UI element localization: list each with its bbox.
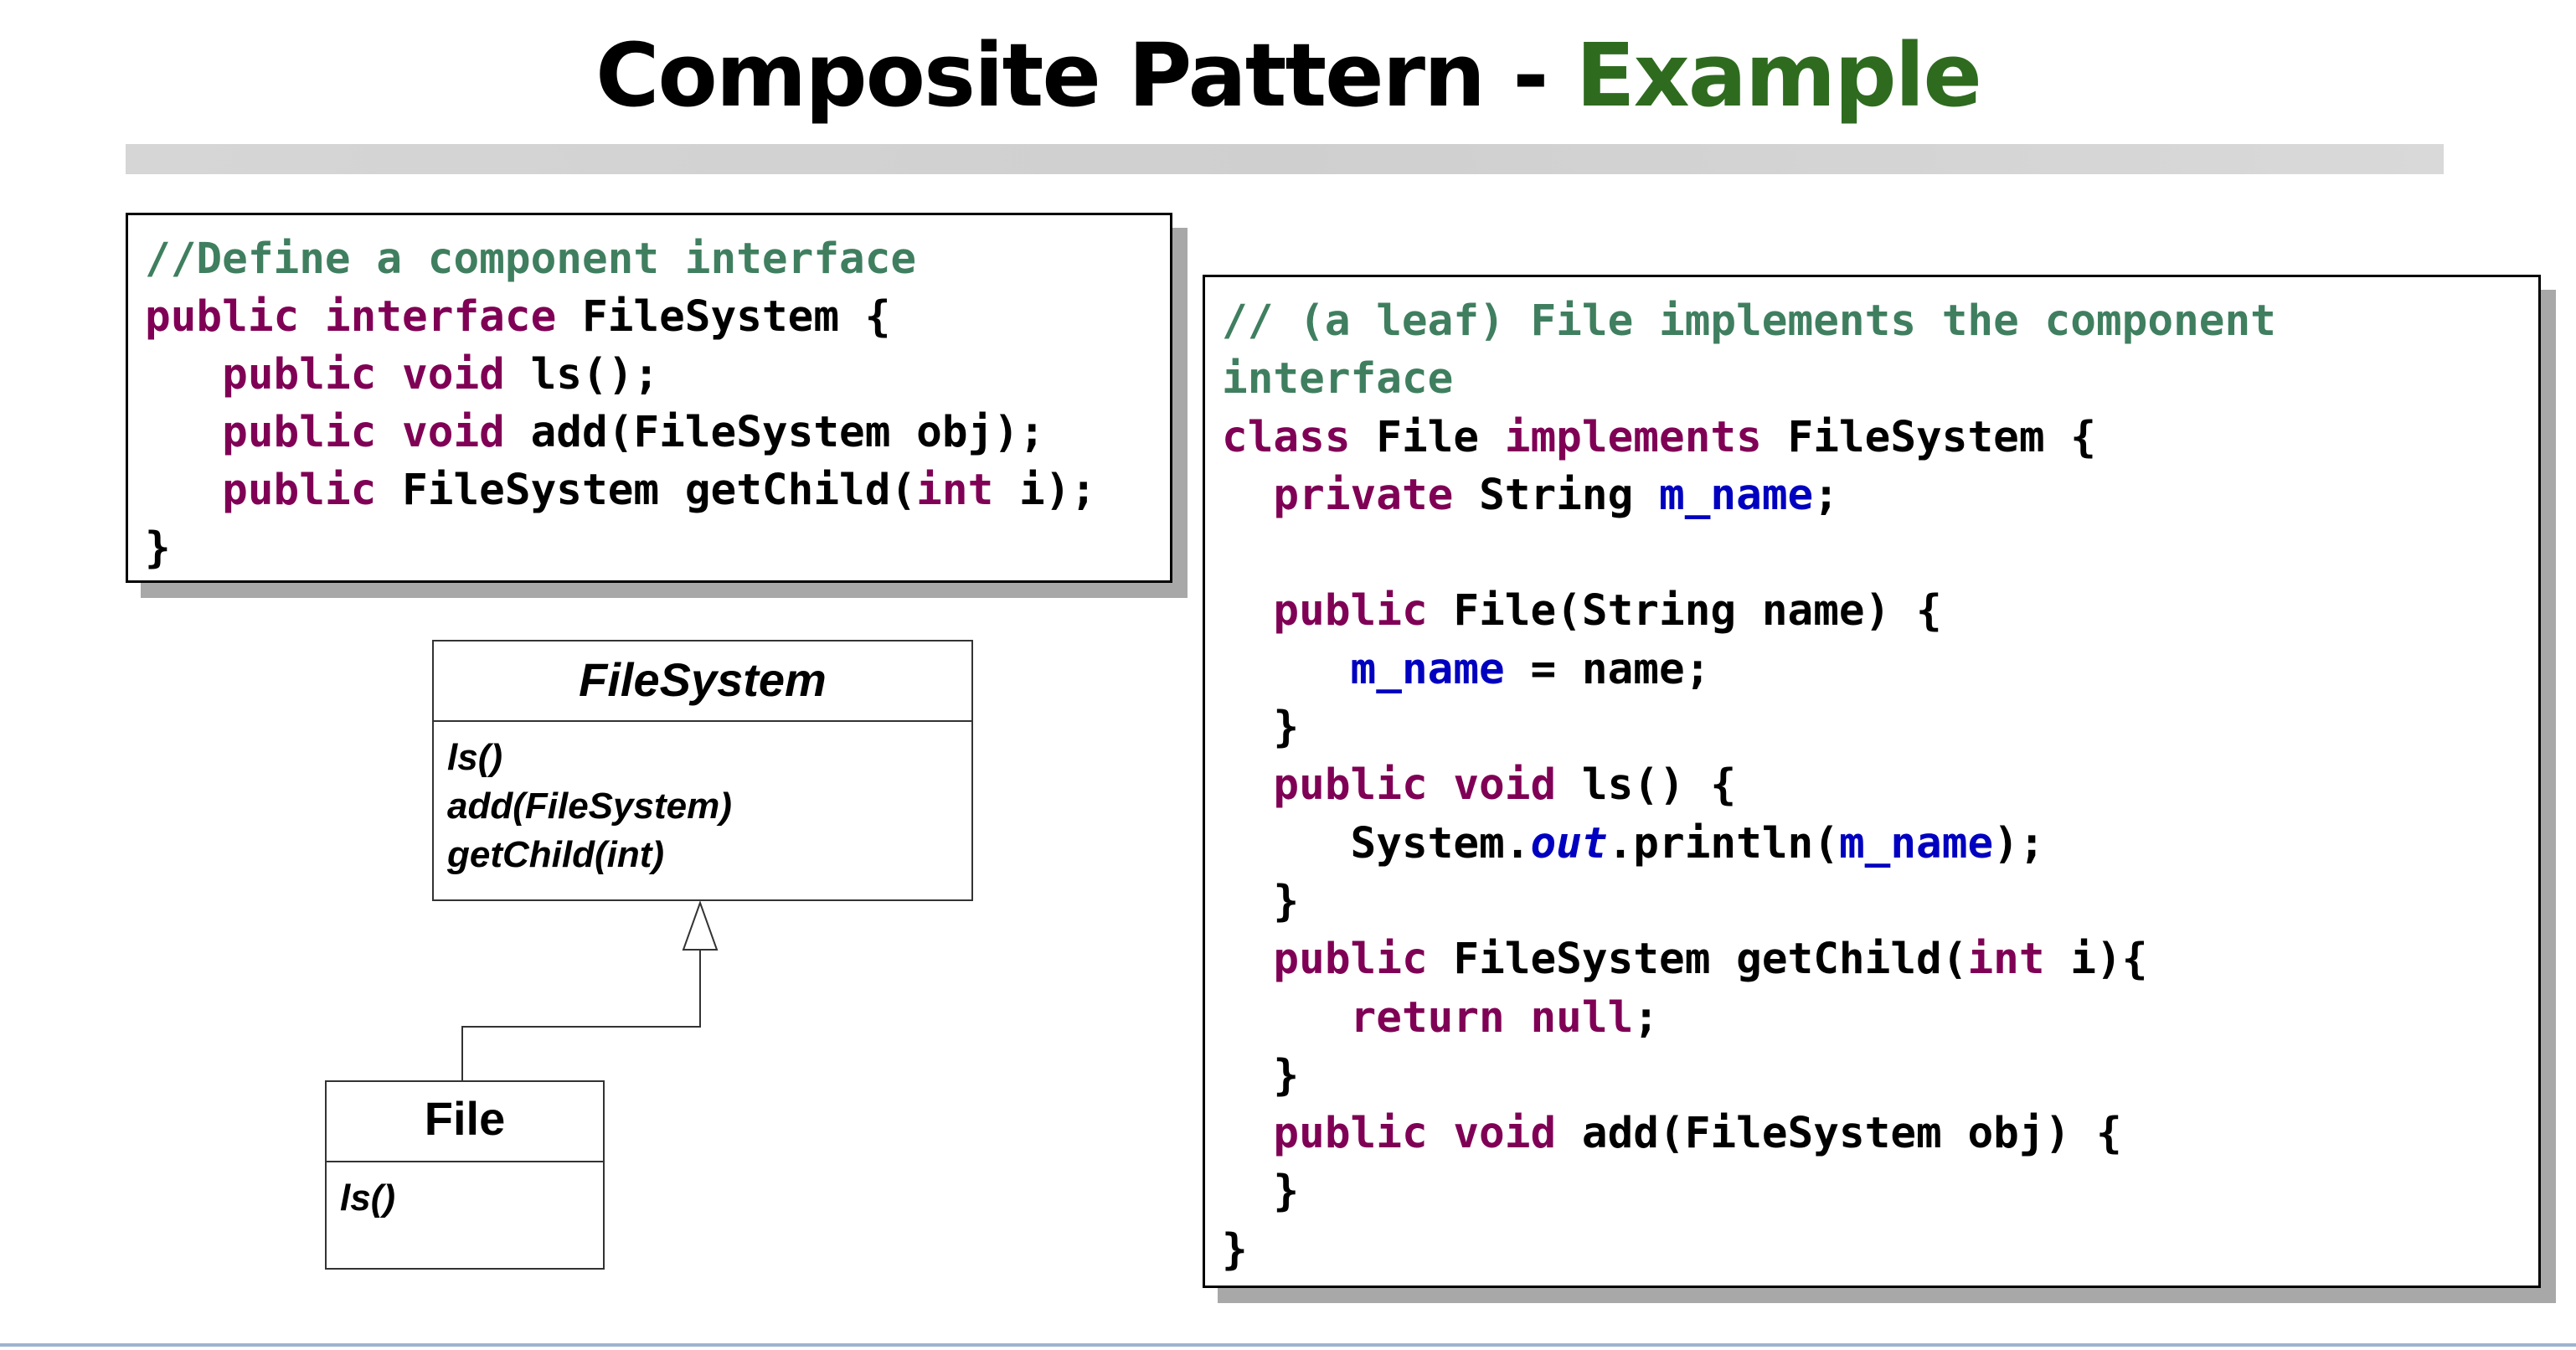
footer-divider bbox=[0, 1343, 2576, 1347]
code-text: } bbox=[145, 523, 171, 573]
code-keyword: class bbox=[1222, 412, 1351, 462]
code-text: ); bbox=[1993, 818, 2045, 868]
uml-operations: ls() add(FileSystem) getChild(int) bbox=[447, 734, 732, 879]
code-text: add(FileSystem obj); bbox=[504, 408, 1045, 457]
uml-operation: add(FileSystem) bbox=[447, 786, 732, 827]
code-field: m_name bbox=[1350, 644, 1505, 694]
uml-class-filesystem: FileSystem ls() add(FileSystem) getChild… bbox=[432, 640, 973, 901]
code-keyword: public bbox=[1273, 935, 1428, 985]
code-text: ; bbox=[1813, 470, 1839, 520]
code-text: add(FileSystem obj) { bbox=[1556, 1109, 2122, 1159]
code-text: File(String name) { bbox=[1427, 586, 1942, 636]
code-text: String bbox=[1453, 470, 1659, 520]
code-static-field: out bbox=[1530, 818, 1608, 868]
code-text: } bbox=[1222, 1224, 1248, 1275]
uml-class-file: File ls() bbox=[325, 1080, 605, 1270]
uml-operation: ls() bbox=[340, 1177, 395, 1219]
code-text: FileSystem { bbox=[1761, 412, 2096, 462]
uml-operation: getChild(int) bbox=[447, 834, 665, 875]
uml-inheritance-arrowhead bbox=[682, 900, 719, 951]
uml-class-name: File bbox=[424, 1092, 506, 1145]
code-keyword: return null bbox=[1350, 992, 1634, 1043]
code-keyword: public bbox=[222, 466, 377, 515]
code-keyword: private bbox=[1273, 470, 1454, 520]
code-text: ls() { bbox=[1556, 760, 1737, 811]
code-comment: // (a leaf) File implements the componen… bbox=[1222, 296, 2276, 346]
code-text: ls(); bbox=[504, 350, 660, 399]
title-accent: Example bbox=[1575, 24, 1982, 126]
uml-divider bbox=[327, 1161, 603, 1162]
code-keyword: public void bbox=[222, 408, 505, 457]
class-code-box: // (a leaf) File implements the componen… bbox=[1203, 275, 2541, 1288]
code-text: FileSystem getChild( bbox=[1427, 935, 1968, 985]
uml-operations: ls() bbox=[340, 1174, 395, 1223]
code-text: } bbox=[1273, 1167, 1300, 1217]
code-keyword: int bbox=[1967, 935, 2045, 985]
title-underline-bar bbox=[126, 144, 2444, 174]
code-keyword: public void bbox=[222, 350, 505, 399]
code-text: i){ bbox=[2044, 935, 2148, 985]
code-text: = name; bbox=[1504, 644, 1711, 694]
title-main: Composite Pattern - bbox=[595, 24, 1576, 126]
code-text: .println( bbox=[1607, 818, 1839, 868]
class-code: // (a leaf) File implements the componen… bbox=[1222, 292, 2276, 1279]
code-keyword: public bbox=[1273, 586, 1428, 636]
code-comment: //Define a component interface bbox=[145, 234, 917, 284]
code-text: File bbox=[1350, 412, 1505, 462]
code-text: } bbox=[1273, 876, 1300, 926]
code-keyword: implements bbox=[1504, 412, 1762, 462]
code-keyword: public interface bbox=[145, 292, 557, 342]
uml-class-name: FileSystem bbox=[579, 653, 827, 706]
code-field: m_name bbox=[1659, 470, 1814, 520]
code-text: System. bbox=[1350, 818, 1531, 868]
code-text: } bbox=[1273, 703, 1300, 753]
code-text: i); bbox=[993, 466, 1097, 515]
uml-operation: ls() bbox=[447, 737, 502, 778]
uml-connector-line bbox=[461, 950, 701, 1080]
interface-code: //Define a component interface public in… bbox=[145, 230, 1096, 577]
slide-title: Composite Pattern - Example bbox=[0, 23, 2576, 127]
code-text: ; bbox=[1633, 992, 1660, 1043]
code-keyword: public void bbox=[1273, 760, 1557, 811]
code-text: } bbox=[1273, 1050, 1300, 1100]
code-text: FileSystem { bbox=[556, 292, 891, 342]
code-text: FileSystem getChild( bbox=[376, 466, 917, 515]
code-field: m_name bbox=[1838, 818, 1994, 868]
interface-code-box: //Define a component interface public in… bbox=[126, 213, 1172, 583]
code-keyword: public void bbox=[1273, 1109, 1557, 1159]
code-keyword: int bbox=[916, 466, 994, 515]
code-comment: interface bbox=[1222, 354, 1454, 404]
uml-divider bbox=[434, 720, 971, 722]
